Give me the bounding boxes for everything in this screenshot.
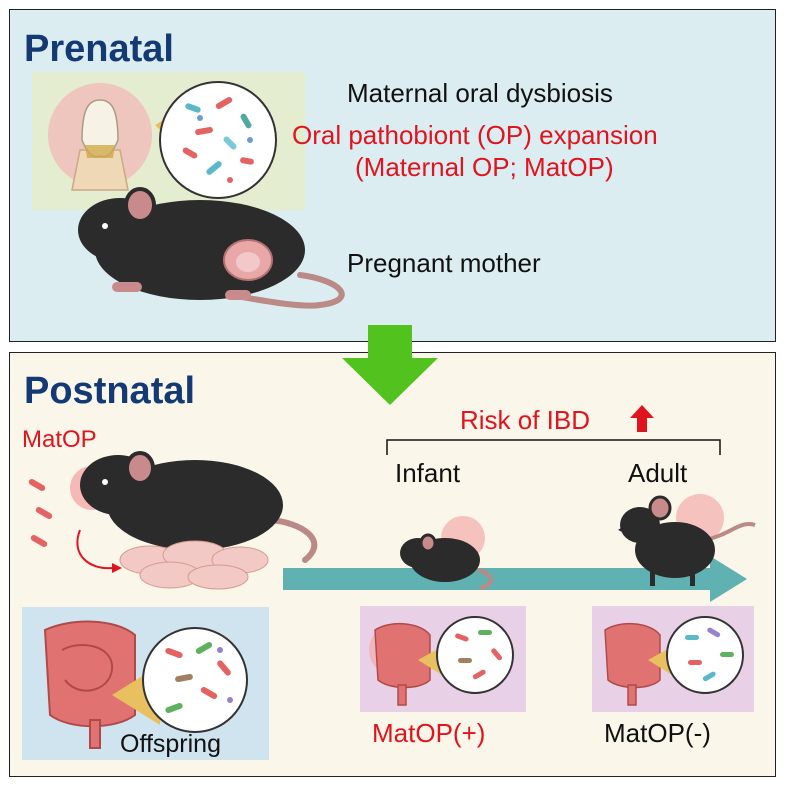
intestine-icon — [604, 622, 661, 706]
bacteria-circle-icon — [666, 616, 744, 694]
adult-mouse-icon — [618, 494, 756, 586]
pregnant-mouse-icon — [78, 187, 345, 309]
intestine-icon — [43, 620, 136, 749]
expansion-label: Oral pathobiont (OP) expansion — [292, 120, 658, 150]
prenatal-title: Prenatal — [24, 28, 174, 70]
matop-label: MatOP — [22, 426, 97, 453]
intestine-icon — [369, 622, 431, 706]
pups-icon — [119, 540, 269, 590]
bacteria-circle-icon — [436, 616, 514, 694]
pregnant-mother-label: Pregnant mother — [347, 248, 541, 278]
transmission-arrow — [76, 529, 113, 570]
dysbiosis-label: Maternal oral dysbiosis — [347, 78, 613, 108]
bacteria-circle-icon — [159, 81, 277, 199]
offspring-label: Offspring — [120, 730, 221, 758]
matop-negative-label: MatOP(-) — [604, 718, 711, 748]
risk-bracket — [386, 439, 721, 455]
tooth-icon — [48, 83, 152, 191]
timeline-arrow-icon — [283, 556, 747, 602]
matop-definition-label: (Maternal OP; MatOP) — [355, 152, 614, 182]
mother-mouse-icon — [70, 451, 318, 563]
infant-label: Infant — [395, 458, 461, 488]
bacteria-circle-icon — [142, 627, 248, 733]
matop-positive-label: MatOP(+) — [372, 718, 486, 748]
floating-bacteria-icon — [28, 479, 53, 547]
postnatal-title: Postnatal — [24, 370, 196, 412]
infant-mouse-icon — [400, 516, 493, 590]
adult-label: Adult — [628, 458, 688, 488]
risk-of-ibd-label: Risk of IBD — [460, 405, 591, 435]
up-arrow-icon — [630, 405, 654, 432]
